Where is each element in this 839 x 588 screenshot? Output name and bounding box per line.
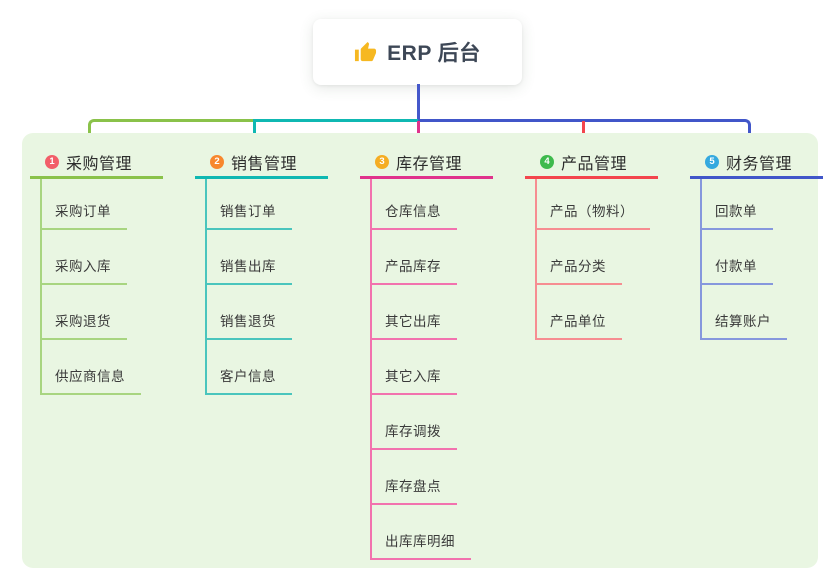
child-node[interactable]: 其它入库 — [370, 365, 457, 395]
child-node[interactable]: 客户信息 — [205, 365, 292, 395]
branch-label: 库存管理 — [396, 156, 463, 173]
connector-branch-5 — [418, 119, 751, 146]
branch-number-badge: 1 — [45, 155, 59, 169]
child-node[interactable]: 供应商信息 — [40, 365, 141, 395]
child-row: 产品（物料） — [525, 175, 650, 230]
child-row: 销售订单 — [195, 175, 292, 230]
child-row: 回款单 — [690, 175, 787, 230]
root-title: ERP 后台 — [387, 42, 481, 65]
branch-3: 3 库存管理仓库信息产品库存其它出库其它入库库存调拨库存盘点出库库明细 — [360, 145, 510, 560]
child-row: 仓库信息 — [360, 175, 471, 230]
branch-number-badge: 3 — [375, 155, 389, 169]
child-row: 销售退货 — [195, 285, 292, 340]
child-row: 其它出库 — [360, 285, 471, 340]
branch-number-badge: 5 — [705, 155, 719, 169]
child-row: 库存盘点 — [360, 450, 471, 505]
child-node[interactable]: 仓库信息 — [370, 200, 457, 230]
thumbs-up-icon — [355, 41, 377, 61]
child-node[interactable]: 采购订单 — [40, 200, 127, 230]
child-row: 产品分类 — [525, 230, 650, 285]
branch-header-1[interactable]: 1 采购管理 — [30, 145, 163, 179]
child-row: 其它入库 — [360, 340, 471, 395]
mindmap-board — [22, 133, 818, 568]
child-row: 销售出库 — [195, 230, 292, 285]
branch-label: 产品管理 — [561, 156, 628, 173]
child-row: 采购订单 — [30, 175, 141, 230]
branch-trunk-line — [205, 179, 207, 395]
branch-header-4[interactable]: 4 产品管理 — [525, 145, 658, 179]
branch-1: 1 采购管理采购订单采购入库采购退货供应商信息 — [30, 145, 180, 395]
branch-label: 销售管理 — [231, 156, 298, 173]
branch-4: 4 产品管理产品（物料） 产品分类产品单位 — [525, 145, 675, 340]
child-node[interactable]: 回款单 — [700, 200, 773, 230]
branch-5: 5 财务管理回款单付款单结算账户 — [690, 145, 839, 340]
branch-label: 采购管理 — [66, 156, 133, 173]
child-row: 出库库明细 — [360, 505, 471, 560]
branch-2: 2 销售管理销售订单销售出库销售退货客户信息 — [195, 145, 345, 395]
child-row: 客户信息 — [195, 340, 292, 395]
branch-trunk-line — [370, 179, 372, 560]
child-node[interactable]: 采购入库 — [40, 255, 127, 285]
child-node[interactable]: 产品单位 — [535, 310, 622, 340]
child-row: 采购退货 — [30, 285, 141, 340]
child-node[interactable]: 库存盘点 — [370, 475, 457, 505]
connector-branch-1 — [88, 119, 253, 146]
child-node[interactable]: 付款单 — [700, 255, 773, 285]
branch-trunk-line — [700, 179, 702, 340]
child-node[interactable]: 销售退货 — [205, 310, 292, 340]
child-node[interactable]: 销售出库 — [205, 255, 292, 285]
branch-header-3[interactable]: 3 库存管理 — [360, 145, 493, 179]
child-row: 结算账户 — [690, 285, 787, 340]
child-node[interactable]: 其它出库 — [370, 310, 457, 340]
branch-trunk-line — [535, 179, 537, 340]
child-node[interactable]: 销售订单 — [205, 200, 292, 230]
child-node[interactable]: 采购退货 — [40, 310, 127, 340]
child-row: 库存调拨 — [360, 395, 471, 450]
child-node[interactable]: 出库库明细 — [370, 530, 471, 560]
branch-number-badge: 2 — [210, 155, 224, 169]
child-row: 产品库存 — [360, 230, 471, 285]
branch-header-2[interactable]: 2 销售管理 — [195, 145, 328, 179]
branch-label: 财务管理 — [726, 156, 793, 173]
child-row: 产品单位 — [525, 285, 650, 340]
child-node[interactable]: 库存调拨 — [370, 420, 457, 450]
child-row: 采购入库 — [30, 230, 141, 285]
branch-header-5[interactable]: 5 财务管理 — [690, 145, 823, 179]
child-node[interactable]: 结算账户 — [700, 310, 787, 340]
branch-trunk-line — [40, 179, 42, 395]
connector-branch-2 — [253, 119, 418, 146]
root-node[interactable]: ERP 后台 — [313, 19, 522, 85]
child-row: 供应商信息 — [30, 340, 141, 395]
child-row: 付款单 — [690, 230, 787, 285]
child-node[interactable]: 产品库存 — [370, 255, 457, 285]
child-node[interactable]: 产品（物料） — [535, 200, 650, 230]
child-node[interactable]: 产品分类 — [535, 255, 622, 285]
connector-root-stem — [417, 84, 420, 121]
branch-number-badge: 4 — [540, 155, 554, 169]
